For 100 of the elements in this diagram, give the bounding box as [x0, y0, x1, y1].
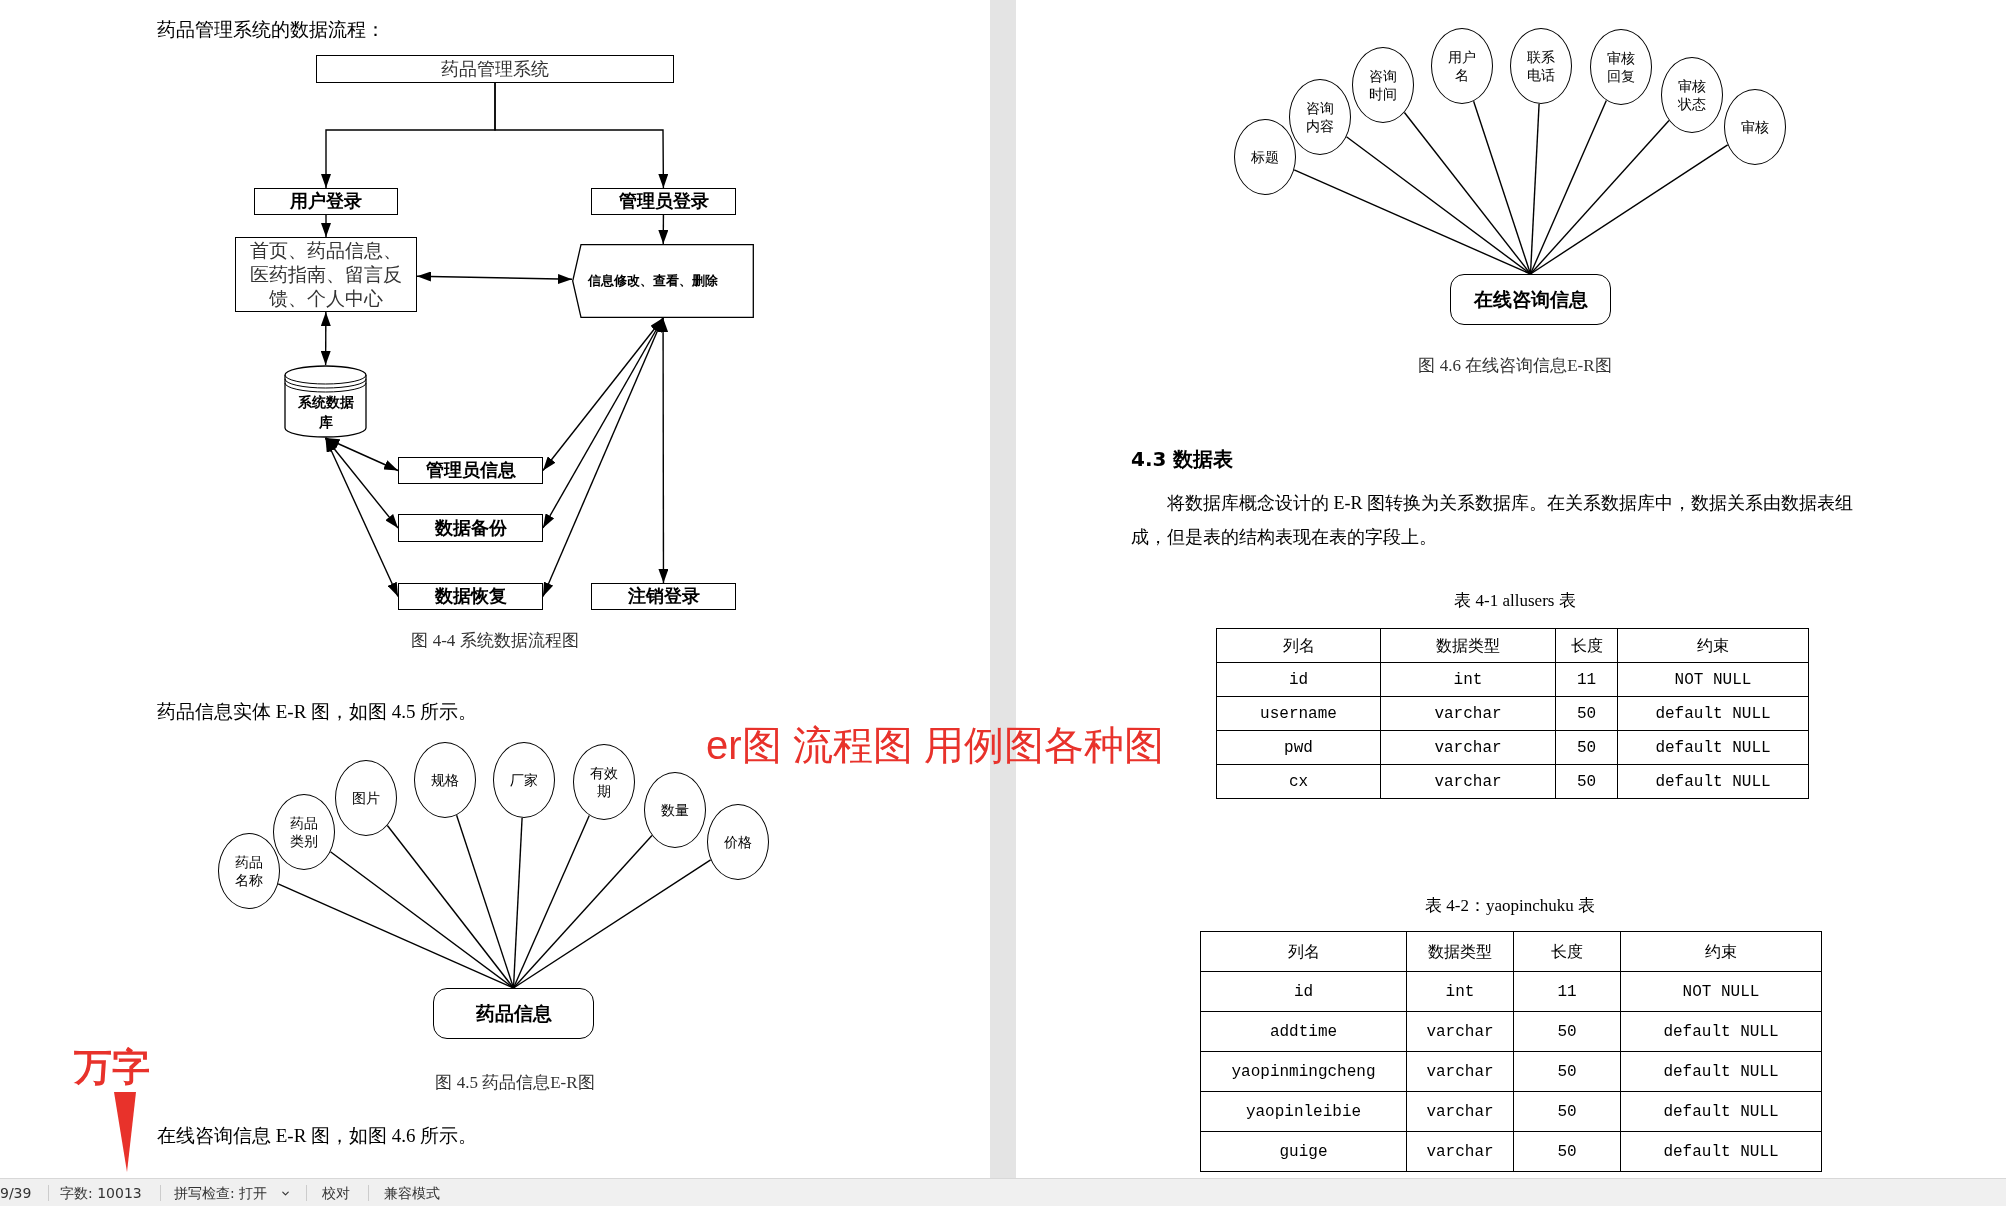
table-cell: 50: [1555, 696, 1618, 731]
connector-line: [512, 814, 590, 989]
node-label: 管理员信息: [425, 459, 516, 482]
header-cell: 列名: [1200, 931, 1407, 972]
table-cell: varchar: [1380, 730, 1556, 765]
table-cell: varchar: [1380, 764, 1556, 799]
connector-line: [512, 834, 653, 989]
process-box: [398, 457, 543, 484]
node-label: 药品信息: [475, 1001, 552, 1027]
header-cell: 约束: [1620, 931, 1822, 972]
table-cell: int: [1380, 662, 1556, 697]
table-cell: 50: [1513, 1091, 1621, 1132]
connector-line: [1472, 100, 1532, 275]
header-cell: 长度: [1555, 628, 1618, 663]
word-count: 字数: 10013: [60, 1184, 142, 1203]
table-cell: username: [1216, 696, 1381, 731]
table-cell: default NULL: [1617, 730, 1809, 765]
node-label: 注销登录: [627, 585, 700, 608]
process-box: [254, 188, 398, 215]
table-cell: cx: [1216, 764, 1381, 799]
table-cell: id: [1200, 971, 1407, 1012]
process-box: [591, 188, 736, 215]
header-cell: 长度: [1513, 931, 1621, 972]
table-cell: yaopinleibie: [1200, 1091, 1407, 1132]
node-label: 药品类别: [289, 814, 319, 850]
connector-line: [386, 824, 515, 989]
table-cell: 50: [1513, 1051, 1621, 1092]
process-box: [316, 55, 674, 83]
arrow: [416, 271, 573, 284]
connector-line: [1529, 119, 1670, 275]
arrow: [324, 437, 399, 598]
page-count: 9/39: [0, 1184, 32, 1203]
section-heading: 4.3 数据表: [1131, 446, 1235, 473]
connector-line: [455, 814, 515, 989]
arrow: [321, 214, 331, 238]
node-label: 审核: [1740, 118, 1770, 136]
node-label: 厂家: [509, 771, 539, 789]
table-cell: varchar: [1380, 696, 1556, 731]
compatibility-mode: 兼容模式: [384, 1184, 440, 1203]
overlay-text: 万字: [74, 1045, 151, 1090]
header-cell: 数据类型: [1380, 628, 1556, 663]
process-box: [398, 514, 543, 542]
connector-line: [1529, 99, 1608, 275]
node-label: 管理员登录: [618, 190, 709, 213]
connector-line: [1403, 111, 1532, 275]
node-label: 规格: [430, 771, 460, 789]
header-cell: 列名: [1216, 628, 1381, 663]
table-cell: int: [1406, 971, 1514, 1012]
arrow: [320, 311, 331, 366]
arrow: [658, 214, 669, 245]
node-label: 咨询内容: [1305, 99, 1335, 135]
header-cell: 约束: [1617, 628, 1809, 663]
arrow: [324, 437, 399, 472]
table-cell: 50: [1555, 764, 1618, 799]
overlay-text: er图 流程图 用例图各种图: [706, 722, 1165, 769]
connector-line: [1529, 144, 1729, 275]
table-cell: default NULL: [1617, 696, 1809, 731]
node-label: 联系电话: [1526, 48, 1556, 84]
table-cell: varchar: [1406, 1051, 1514, 1092]
table-cell: default NULL: [1620, 1051, 1822, 1092]
table-cell: 50: [1555, 730, 1618, 765]
node-label: 标题: [1250, 148, 1280, 166]
caption: 图 4.5 药品信息E-R图: [434, 1072, 596, 1094]
body-text: 药品信息实体 E-R 图，如图 4.5 所示。: [157, 700, 479, 724]
node-label: 审核状态: [1677, 77, 1707, 113]
table-cell: default NULL: [1620, 1011, 1822, 1052]
entity-box: [433, 988, 594, 1039]
table-cell: yaopinmingcheng: [1200, 1051, 1407, 1092]
caption: 图 4.6 在线咨询信息E-R图: [1417, 355, 1613, 377]
proofread-status: 校对: [322, 1184, 350, 1203]
caption: 图 4-4 系统数据流程图: [410, 630, 580, 652]
node-label: 在线咨询信息: [1473, 287, 1588, 313]
node-label: 用户登录: [290, 190, 362, 213]
table-cell: varchar: [1406, 1091, 1514, 1132]
spell-check-status: 拼写检查: 打开: [174, 1184, 268, 1203]
table-cell: 50: [1513, 1131, 1621, 1172]
table-cell: id: [1216, 662, 1381, 697]
node-label: 有效期: [589, 764, 619, 800]
node-label: 咨询时间: [1368, 67, 1398, 103]
node-label: 首页、药品信息、医药指南、留言反馈、个人中心: [249, 238, 403, 311]
node-label: 系统数据库: [296, 392, 355, 432]
table-cell: varchar: [1406, 1131, 1514, 1172]
node-label: 审核回复: [1606, 49, 1636, 85]
table-cell: default NULL: [1620, 1131, 1822, 1172]
table-cell: default NULL: [1617, 764, 1809, 799]
process-box: [591, 583, 736, 610]
table-cell: guige: [1200, 1131, 1407, 1172]
node-label: 药品管理系统: [441, 57, 549, 81]
node-label: 数据备份: [434, 516, 507, 540]
table-cell: pwd: [1216, 730, 1381, 765]
body-text: 药品管理系统的数据流程：: [157, 18, 386, 42]
table-cell: NOT NULL: [1617, 662, 1809, 697]
table-cell: NOT NULL: [1620, 971, 1822, 1012]
table-cell: 11: [1513, 971, 1621, 1012]
entity-box: [1450, 274, 1611, 325]
body-text: 在线咨询信息 E-R 图，如图 4.6 所示。: [157, 1124, 479, 1148]
node-label: 数据恢复: [434, 585, 507, 608]
arrow: [324, 437, 399, 529]
table-cell: default NULL: [1620, 1091, 1822, 1132]
node-label: 药品名称: [234, 853, 264, 889]
